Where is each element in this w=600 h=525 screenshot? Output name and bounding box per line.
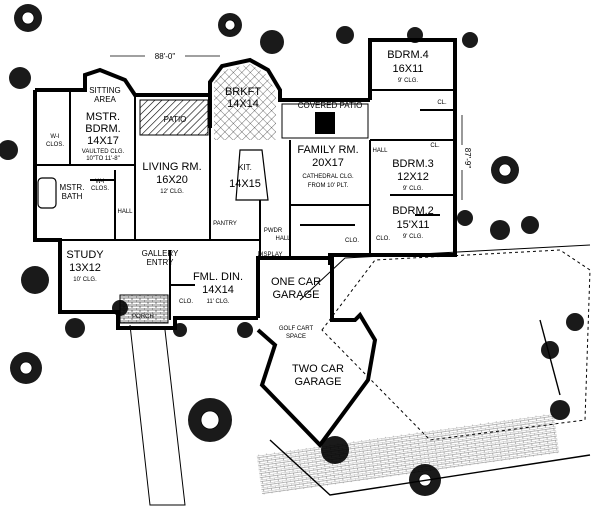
walk-in-closet-label: W-I <box>50 134 60 140</box>
breakfast-size: 14X14 <box>227 98 259 110</box>
kitchen-hall-label: HALL <box>275 236 291 242</box>
garden-bed <box>256 413 560 495</box>
room-labels: SITTING AREA MSTR. BDRM. 14X17 VAULTED C… <box>46 49 447 388</box>
one-car-garage-label: ONE CAR <box>271 276 321 288</box>
kitchen-label: KIT. <box>238 163 252 172</box>
master-bath-label: MSTR. <box>60 183 85 192</box>
tub <box>37 177 57 209</box>
width-dimension: 88'-0" <box>155 52 176 61</box>
master-bedroom-label: MSTR. <box>86 111 120 123</box>
bedroom-4-closet-label: CL. <box>437 100 447 106</box>
bedroom-3-closet-label: CL. <box>430 143 440 149</box>
bedroom-3-ceiling: 9' CLG. <box>403 186 423 192</box>
master-bath-label-2: BATH <box>62 192 83 201</box>
covered-patio-floor <box>281 103 369 139</box>
gallery-label: GALLERY <box>142 249 179 258</box>
walk-in-closet-2-label-2: CLOS. <box>91 186 109 192</box>
golf-cart-label: GOLF CART <box>279 326 314 332</box>
family-room-ceiling-2: FROM 10' PLT. <box>308 183 349 189</box>
master-bedroom-ceiling-2: 10"TO 11'-8" <box>86 156 120 162</box>
porch-label: PORCH <box>132 314 154 320</box>
bedroom-2-closet-label: CLO. <box>376 236 390 242</box>
east-hall-label: HALL <box>372 148 388 154</box>
bedroom-3-size: 12X12 <box>397 171 429 183</box>
bedroom-4-label: BDRM.4 <box>387 49 429 61</box>
family-room-ceiling: CATHEDRAL CLG. <box>302 174 354 180</box>
breakfast-floor <box>214 64 276 140</box>
sitting-area-label: SITTING <box>89 86 121 95</box>
study-size: 13X12 <box>69 262 101 274</box>
master-bedroom-size: 14X17 <box>87 135 119 147</box>
pantry-label: PANTRY <box>213 221 237 227</box>
living-room-ceiling: 12' CLG. <box>160 189 184 195</box>
breakfast-label: BRKFT <box>225 86 261 98</box>
utility-closet-label: CLO. <box>345 238 359 244</box>
two-car-garage-label-2: GARAGE <box>294 376 341 388</box>
west-hall-label: HALL <box>117 209 133 215</box>
formal-dining-size: 14X14 <box>202 284 234 296</box>
dimension-lines <box>110 55 463 200</box>
interior-walls <box>35 89 455 320</box>
bedroom-4-ceiling: 9' CLG. <box>398 78 418 84</box>
gallery-label-2: ENTRY <box>147 258 175 267</box>
house-walls <box>33 38 457 449</box>
master-bedroom-label-2: BDRM. <box>85 123 120 135</box>
walk-in-closet-2-label: W-I <box>95 179 105 185</box>
living-room-label: LIVING RM. <box>142 161 201 173</box>
porch-floor <box>119 294 169 324</box>
entry-closet-label: CLO. <box>179 299 193 305</box>
family-room-label: FAMILY RM. <box>297 144 358 156</box>
formal-dining-ceiling: 11' CLG. <box>206 299 229 305</box>
master-bedroom-ceiling: VAULTED CLG. <box>82 149 125 155</box>
kitchen-island <box>235 149 269 201</box>
two-car-garage-label: TWO CAR <box>292 363 344 375</box>
bedroom-2-size: 15'X11 <box>396 219 429 231</box>
kitchen-size: 14X15 <box>229 178 261 190</box>
golf-cart-label-2: SPACE <box>286 334 306 340</box>
patio-floor <box>139 99 209 136</box>
patio-label: PATIO <box>164 115 187 124</box>
family-room-size: 20X17 <box>312 157 344 169</box>
walk-in-closet-label-2: CLOS. <box>46 142 64 148</box>
one-car-garage-label-2: GARAGE <box>272 289 319 301</box>
bedroom-3-label: BDRM.3 <box>392 158 434 170</box>
bedroom-4-size: 16X11 <box>393 63 424 75</box>
display-label: DISPLAY <box>258 252 283 258</box>
formal-dining-label: FML. DIN. <box>193 271 243 283</box>
living-room-size: 16X20 <box>156 174 188 186</box>
study-ceiling: 10' CLG. <box>73 277 97 283</box>
study-label: STUDY <box>66 249 104 261</box>
fireplace <box>315 112 335 134</box>
bedroom-2-ceiling: 9' CLG. <box>403 234 423 240</box>
sitting-area-label-2: AREA <box>94 95 116 104</box>
powder-room-label: PWDR <box>264 228 283 234</box>
covered-patio-label: COVERED PATIO <box>298 101 363 110</box>
depth-dimension: 87'-9" <box>463 148 472 169</box>
bedroom-2-label: BDRM.2 <box>392 205 434 217</box>
